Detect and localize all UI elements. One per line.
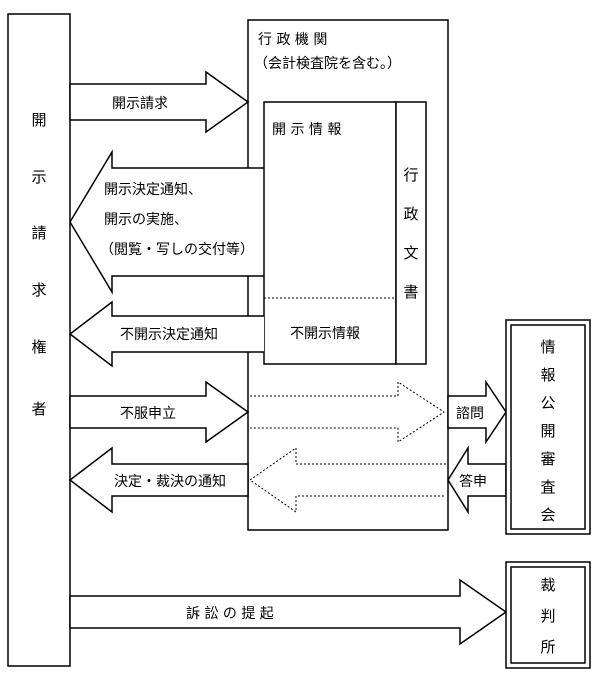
svg-text:開: 開 bbox=[540, 422, 555, 440]
reply-arrow bbox=[447, 445, 507, 515]
nondisclosure-label: 不開示決定通知 bbox=[120, 326, 218, 343]
requester-box bbox=[7, 13, 71, 667]
agency-title: 行 政 機 関 bbox=[258, 32, 327, 48]
svg-text:審: 審 bbox=[540, 450, 555, 468]
admin-docs-box bbox=[395, 101, 427, 365]
consult-dotted-arrow bbox=[250, 381, 445, 443]
nondisclosure-arrow bbox=[68, 300, 264, 368]
ruling-label: 決定・裁決の通知 bbox=[114, 473, 226, 490]
consult-label: 諮問 bbox=[456, 405, 484, 422]
svg-text:書: 書 bbox=[403, 283, 418, 301]
svg-text:会: 会 bbox=[540, 506, 555, 524]
svg-text:文: 文 bbox=[403, 244, 418, 262]
ruling-arrow bbox=[68, 446, 249, 514]
court-box bbox=[505, 561, 591, 669]
svg-text:行: 行 bbox=[403, 166, 418, 184]
svg-text:権: 権 bbox=[31, 338, 46, 356]
decision-label-line1: 開示決定通知、 bbox=[104, 181, 202, 198]
objection-label: 不服申立 bbox=[120, 406, 176, 422]
svg-text:示: 示 bbox=[31, 168, 46, 186]
svg-text:判: 判 bbox=[540, 607, 555, 625]
svg-text:所: 所 bbox=[540, 638, 555, 656]
svg-text:者: 者 bbox=[31, 400, 46, 418]
objection-arrow bbox=[69, 380, 250, 444]
decision-arrow bbox=[69, 149, 264, 295]
consult-arrow bbox=[447, 379, 507, 445]
svg-text:裁: 裁 bbox=[540, 576, 555, 594]
disclosed-info-box bbox=[263, 101, 397, 365]
admin-docs-label: 行 政 文 書 bbox=[403, 166, 418, 301]
svg-text:公: 公 bbox=[540, 394, 555, 412]
court-label: 裁 判 所 bbox=[540, 576, 555, 656]
svg-text:開: 開 bbox=[31, 111, 46, 129]
svg-text:査: 査 bbox=[540, 478, 555, 496]
requester-label: 開 示 請 求 権 者 bbox=[31, 111, 46, 418]
undisclosed-info-label: 不開示情報 bbox=[290, 326, 360, 342]
agency-subtitle: （会計検査院を含む。） bbox=[254, 56, 401, 72]
reply-label: 答申 bbox=[459, 473, 487, 490]
svg-text:求: 求 bbox=[31, 281, 46, 299]
review-board-box bbox=[505, 319, 591, 535]
decision-label-line2: 開示の実施、 bbox=[104, 212, 188, 228]
svg-text:情: 情 bbox=[540, 338, 555, 356]
svg-text:報: 報 bbox=[540, 366, 555, 384]
svg-text:請: 請 bbox=[31, 224, 46, 242]
reply-dotted-arrow bbox=[249, 447, 446, 513]
disclosed-info-label: 開 示 情 報 bbox=[272, 122, 341, 138]
request-label: 開示請求 bbox=[112, 96, 168, 112]
request-arrow bbox=[69, 70, 250, 134]
svg-text:政: 政 bbox=[403, 205, 418, 223]
lawsuit-arrow bbox=[69, 578, 508, 646]
decision-label-line3: （閲覧・写しの交付等） bbox=[100, 241, 254, 258]
lawsuit-label: 訴 訟 の 提 起 bbox=[186, 606, 274, 622]
review-board-label: 情 報 公 開 審 査 会 bbox=[540, 338, 555, 524]
